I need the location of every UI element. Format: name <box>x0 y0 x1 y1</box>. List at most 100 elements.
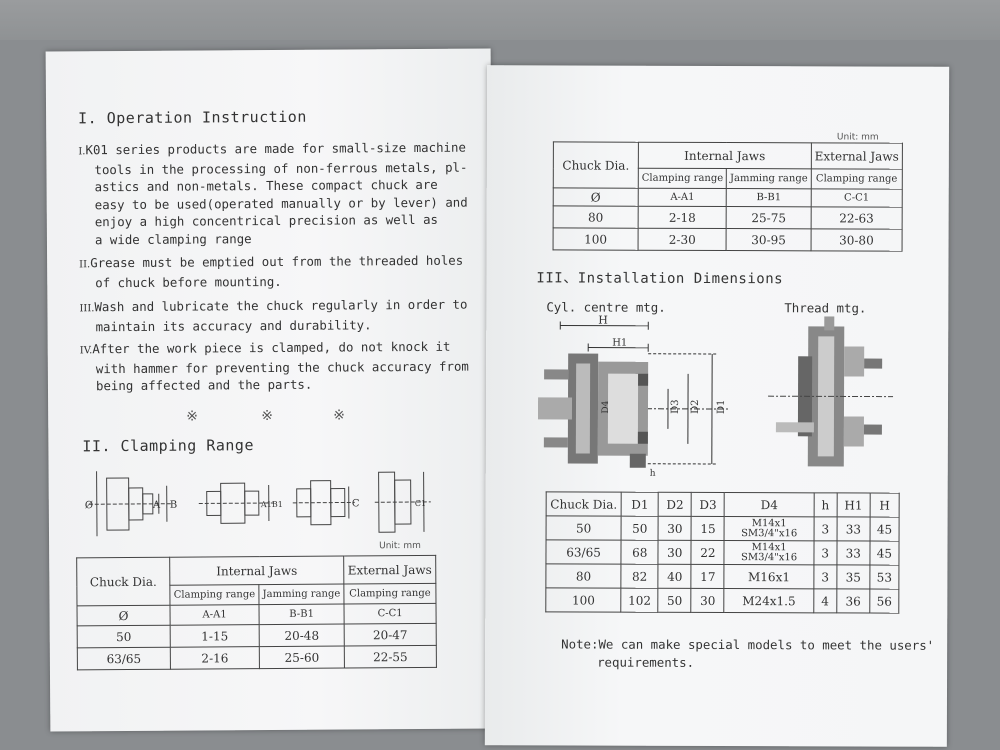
jamming-range-header: Jamming range <box>726 168 812 189</box>
cell-c: 22-63 <box>810 206 903 230</box>
cell-a: 2-16 <box>170 646 260 670</box>
d3-label: D3 <box>670 399 681 413</box>
cell-d1: 102 <box>620 588 659 613</box>
dim-header-H: H <box>870 493 900 518</box>
d2-label: D2 <box>690 400 701 414</box>
small-h-label: h <box>650 469 656 479</box>
external-jaws-header: External Jaws <box>343 555 436 584</box>
item-line: K01 series products are made for small-s… <box>85 139 466 158</box>
cell-d4: M24x1.5 <box>724 588 814 613</box>
sub-header-a: A-A1 <box>169 604 260 626</box>
separator-mark: ※ <box>261 407 273 425</box>
sub-header-b: B-B1 <box>259 603 345 625</box>
clamping-range-header: Clamping range <box>638 168 727 189</box>
sub-header-c: C-C1 <box>344 603 437 624</box>
table-row: 50 1-15 20-48 20-47 <box>77 623 437 648</box>
sub-header-a: A-A1 <box>638 188 727 207</box>
sub-header-b: B-B1 <box>726 188 811 207</box>
cell-b: 30-95 <box>726 228 811 251</box>
cyl-centre-drawing: H H1 D1 D2 D3 D4 h <box>537 314 728 479</box>
cell-c: 20-47 <box>344 623 437 646</box>
h-label: H <box>598 314 608 327</box>
clamping-range-header: Clamping range <box>169 584 260 606</box>
clamping-range-header: Clamping range <box>810 168 903 190</box>
d1-label: D1 <box>716 400 727 414</box>
clamping-range-diagram: Ø A B A1 B1 C C1 <box>85 471 431 537</box>
clamping-range-header: Clamping range <box>343 583 436 604</box>
dim-header-chuck-dia: Chuck Dia. <box>546 491 622 517</box>
external-jaws-header: External Jaws <box>811 142 903 170</box>
separator-mark: ※ <box>186 408 198 425</box>
d4-line: SM3/4"x16 <box>740 551 798 563</box>
cell-c: 22-55 <box>344 645 437 668</box>
d4-label: D4 <box>601 400 611 413</box>
cell-dia: 50 <box>546 515 622 541</box>
dim-header-d2: D2 <box>658 492 692 517</box>
left-page: I. Operation Instruction I.K01 series pr… <box>45 48 496 732</box>
cell-d2: 40 <box>658 564 692 589</box>
item-line: Grease must be emptied out from the thre… <box>90 252 464 271</box>
instruction-item-4: IV.After the work piece is clamped, do n… <box>80 338 480 395</box>
d4-line: SM3/4"x16 <box>741 527 798 539</box>
cell-dia: 100 <box>553 227 639 251</box>
a-label: A <box>152 500 161 511</box>
cell-h1: 36 <box>836 588 870 614</box>
instruction-item-2: II.Grease must be emptied out from the t… <box>79 252 479 292</box>
item-line: After the work piece is clamped, do not … <box>92 338 451 357</box>
dim-header-d1: D1 <box>621 492 659 517</box>
cell-h: 3 <box>813 540 837 565</box>
b-label: B <box>170 500 177 511</box>
item-number: II. <box>79 259 91 271</box>
cell-h1: 35 <box>836 564 870 590</box>
item-line: a wide clamping range <box>94 230 252 247</box>
instruction-item-3: III.Wash and lubricate the chuck regular… <box>79 296 479 336</box>
chuck-dia-header: Chuck Dia. <box>76 557 170 606</box>
dim-header-d3: D3 <box>691 492 725 517</box>
table-row: 100 102 50 30 M24x1.5 4 36 56 <box>545 587 899 614</box>
cell-dia: 80 <box>545 563 622 589</box>
h1-label: H1 <box>612 338 627 349</box>
cell-d1: 82 <box>621 564 659 589</box>
c-label: C <box>352 498 360 509</box>
cell-d1: 68 <box>621 540 659 565</box>
clamping-range-table-right: Chuck Dia. Internal Jaws External Jaws C… <box>553 141 903 252</box>
instruction-item-1: I.K01 series products are made for small… <box>78 139 479 249</box>
b1-label: B1 <box>272 500 283 509</box>
cell-b: 25-60 <box>259 645 345 669</box>
unit-label: Unit: mm <box>379 540 421 552</box>
cell-H: 56 <box>869 589 899 614</box>
cell-d3: 15 <box>691 516 725 541</box>
internal-jaws-header: Internal Jaws <box>169 555 344 586</box>
cell-H: 53 <box>869 565 899 590</box>
table-row: 80 82 40 17 M16x1 3 35 53 <box>545 563 899 590</box>
section3-title: III、Installation Dimensions <box>536 270 784 288</box>
item-number: IV. <box>79 345 93 357</box>
cell-b: 25-75 <box>726 206 811 229</box>
thread-mtg-drawing <box>768 316 894 467</box>
cell-a: 1-15 <box>170 624 260 648</box>
cell-h1: 33 <box>836 516 871 542</box>
cell-H: 45 <box>869 517 900 542</box>
cell-d1: 50 <box>621 516 659 541</box>
cell-dia: 80 <box>553 205 639 229</box>
table-row: 63/65 2-16 25-60 22-55 <box>77 645 437 670</box>
dim-header-h1: H1 <box>836 492 871 518</box>
cell-h1: 33 <box>836 540 870 566</box>
item-line: with hammer for preventing the chuck acc… <box>95 358 469 376</box>
cell-dia: 100 <box>545 587 622 613</box>
internal-jaws-header: Internal Jaws <box>638 142 812 169</box>
cell-dia: 50 <box>77 625 171 648</box>
cell-h: 3 <box>813 564 837 589</box>
clamping-range-table-left: Chuck Dia. Internal Jaws External Jaws C… <box>76 555 437 671</box>
section1-title: I. Operation Instruction <box>78 107 307 128</box>
cell-d3: 22 <box>691 540 725 565</box>
cell-a: 2-30 <box>638 228 727 251</box>
jamming-range-header: Jamming range <box>258 583 345 605</box>
cell-H: 45 <box>869 541 900 566</box>
cell-b: 20-48 <box>259 623 345 647</box>
cell-dia: 63/65 <box>77 647 171 670</box>
cell-d2: 30 <box>658 540 692 565</box>
table-row: 80 2-18 25-75 22-63 <box>553 205 903 230</box>
